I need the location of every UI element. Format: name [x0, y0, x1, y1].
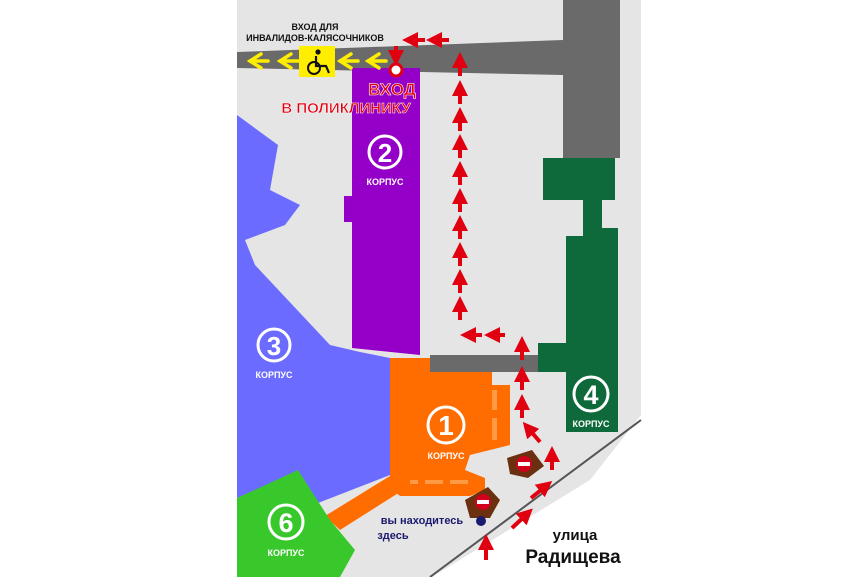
entrance-marker	[388, 62, 404, 78]
building-2	[344, 68, 420, 355]
svg-text:КОРПУС: КОРПУС	[572, 419, 610, 429]
street-label-1: улица	[553, 527, 598, 544]
building-3-badge: 3 КОРПУС	[255, 327, 293, 380]
clinic-entrance-label-2: В ПОЛИКЛИНИКУ	[281, 100, 411, 117]
no-entry-sign	[465, 487, 500, 518]
svg-text:КОРПУС: КОРПУС	[427, 451, 465, 461]
clinic-entrance-label-1: ВХОД	[368, 80, 416, 99]
svg-text:КОРПУС: КОРПУС	[255, 370, 293, 380]
svg-text:КОРПУС: КОРПУС	[366, 177, 404, 187]
connector-1-6	[325, 476, 400, 530]
building-2-badge: 2 КОРПУС	[366, 134, 404, 187]
wheelchair-icon	[299, 46, 335, 77]
building-6	[237, 470, 355, 577]
you-are-here-label-1: вы находитесь	[381, 515, 464, 527]
building-3	[237, 115, 390, 510]
accessible-route	[246, 52, 388, 70]
building-1-details	[410, 390, 497, 484]
route-arrows	[388, 32, 560, 560]
accessible-entrance-label-2: ИНВАЛИДОВ-КАЛЯСОЧНИКОВ	[246, 33, 384, 43]
building-6-badge: 6 КОРПУС	[267, 503, 305, 558]
building-4	[538, 158, 618, 432]
accessible-entrance-label-1: ВХОД ДЛЯ	[292, 22, 339, 32]
svg-text:6: 6	[278, 508, 293, 538]
street	[432, 415, 641, 577]
street-curb	[429, 419, 642, 577]
svg-text:4: 4	[583, 380, 598, 410]
building-1-badge: 1 КОРПУС	[426, 405, 466, 461]
street-label-2: Радищева	[525, 547, 621, 568]
building-1	[390, 358, 510, 496]
svg-text:КОРПУС: КОРПУС	[267, 548, 305, 558]
svg-text:2: 2	[378, 138, 392, 168]
svg-text:3: 3	[267, 331, 281, 361]
no-entry-sign	[507, 450, 544, 478]
svg-text:1: 1	[438, 410, 454, 441]
you-are-here-label-2: здесь	[377, 530, 409, 542]
building-4-badge: 4 КОРПУС	[572, 375, 610, 429]
you-are-here-marker	[476, 516, 486, 526]
